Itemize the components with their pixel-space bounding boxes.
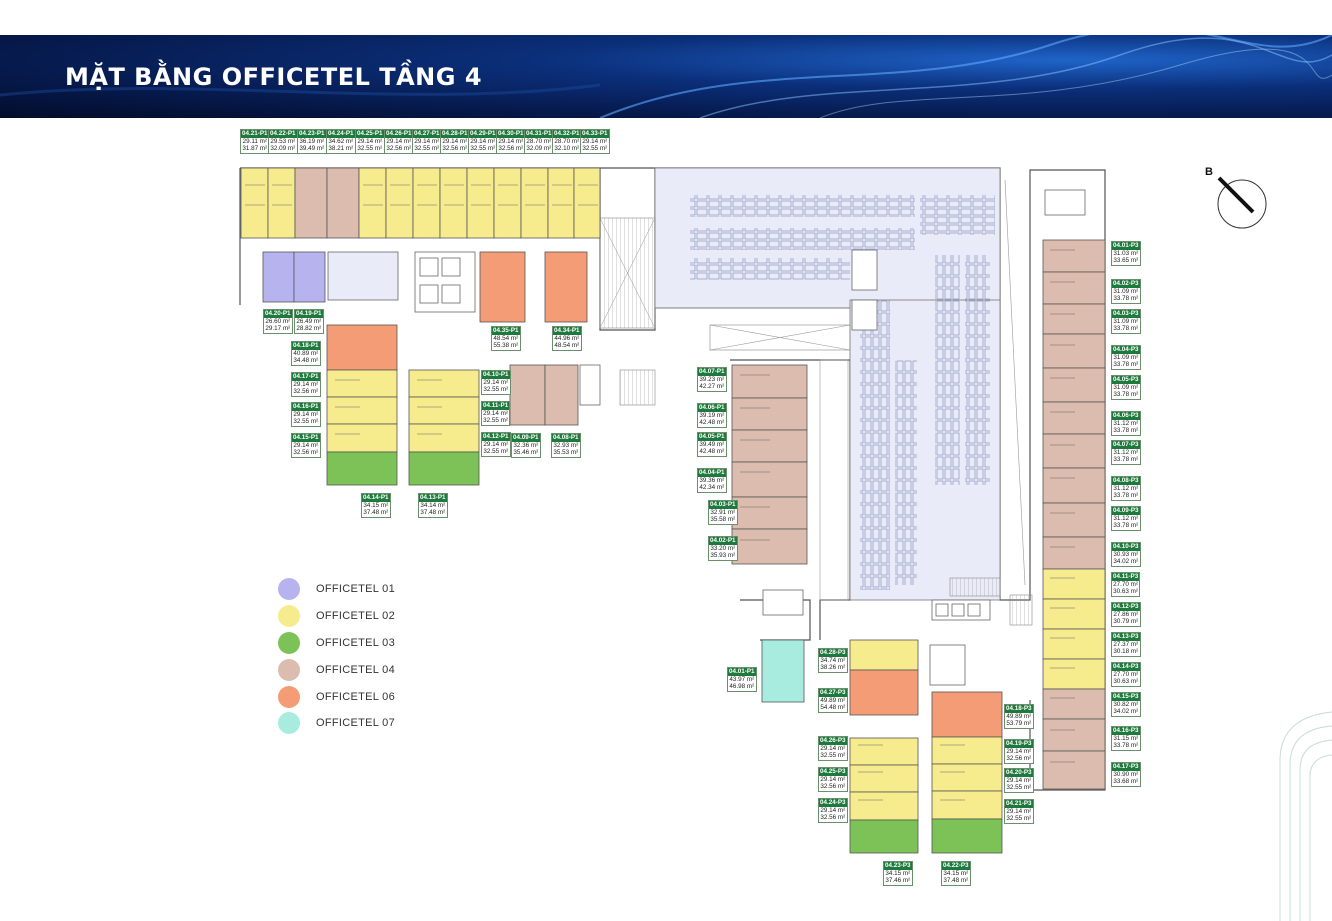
north-compass-icon <box>1217 176 1267 229</box>
legend-label: OFFICETEL 04 <box>316 664 395 676</box>
units-center-wing <box>731 364 808 703</box>
page-title: MẶT BẰNG OFFICETEL TẦNG 4 <box>65 63 483 91</box>
units-west-wing <box>262 251 588 486</box>
legend-swatch <box>278 686 300 708</box>
legend-item-officetel-07: OFFICETEL 07 <box>278 712 478 734</box>
lift-cores <box>327 189 1086 686</box>
units-top-row <box>240 167 601 239</box>
legend-item-officetel-06: OFFICETEL 06 <box>278 686 478 708</box>
furniture-hints <box>245 184 1075 801</box>
legend-item-officetel-03: OFFICETEL 03 <box>278 632 478 654</box>
legend-label: OFFICETEL 07 <box>316 717 395 729</box>
legend-label: OFFICETEL 03 <box>316 637 395 649</box>
units-south-wing <box>849 639 1003 854</box>
legend-label: OFFICETEL 01 <box>316 583 395 595</box>
legend-item-officetel-04: OFFICETEL 04 <box>278 659 478 681</box>
parking-area <box>654 167 1001 601</box>
legend-swatch <box>278 712 300 734</box>
legend-swatch <box>278 605 300 627</box>
legend-item-officetel-01: OFFICETEL 01 <box>278 578 478 600</box>
compass-letter: B <box>1205 166 1213 178</box>
units-east-wing <box>1042 239 1106 790</box>
legend-swatch <box>278 659 300 681</box>
legend-swatch <box>278 632 300 654</box>
decorative-corner-lines <box>1279 711 1332 921</box>
ramp-stairs <box>599 179 1033 626</box>
header-wave-decoration <box>0 35 1332 118</box>
legend-label: OFFICETEL 06 <box>316 691 395 703</box>
header-banner: MẶT BẰNG OFFICETEL TẦNG 4 <box>0 35 1332 118</box>
legend-label: OFFICETEL 02 <box>316 610 395 622</box>
legend-item-officetel-02: OFFICETEL 02 <box>278 605 478 627</box>
legend-swatch <box>278 578 300 600</box>
